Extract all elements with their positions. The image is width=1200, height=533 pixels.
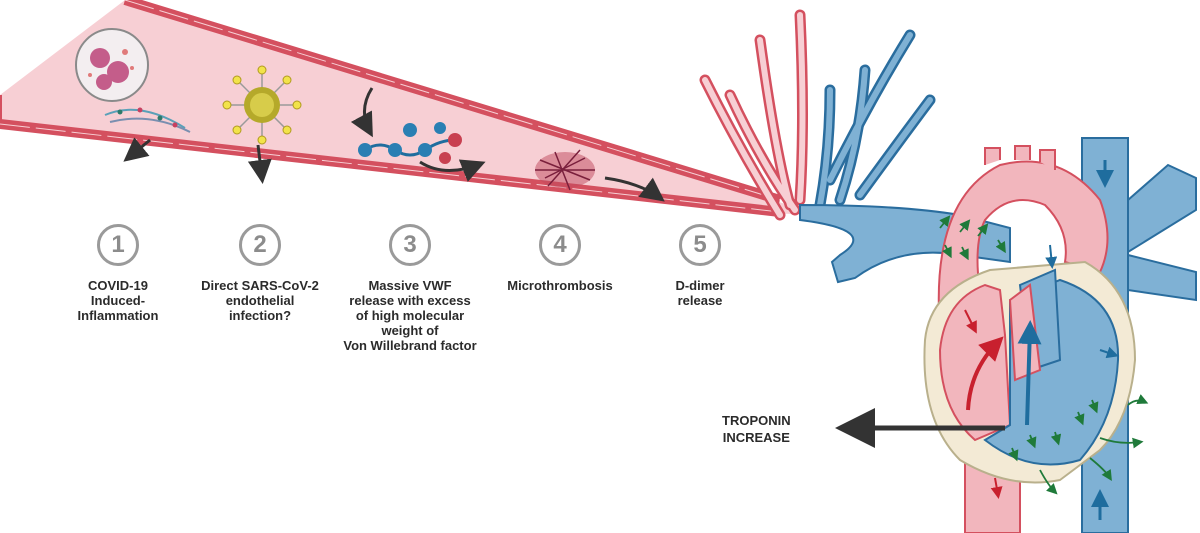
aorta-down-arrow	[990, 477, 1003, 499]
step-4-label: Microthrombosis	[507, 278, 613, 293]
ra-flow-arrow	[1099, 346, 1119, 359]
capillary-branches	[699, 9, 936, 221]
venous-flow-arrow	[1017, 320, 1042, 426]
arrow-step4	[604, 176, 665, 202]
step-2-number: 2	[239, 224, 281, 266]
arrow-step1	[123, 137, 151, 162]
step-2: 2 Direct SARS-CoV-2 endothelial infectio…	[180, 224, 340, 323]
arrow-step3-in	[350, 87, 374, 138]
net-strands-icon	[104, 107, 191, 133]
step-2-label: Direct SARS-CoV-2 endothelial infection?	[201, 278, 319, 323]
step-1-number: 1	[97, 224, 139, 266]
step-3-label: Massive VWF release with excess of high …	[343, 278, 477, 353]
pa-flow-arrow	[1045, 244, 1058, 269]
step-1: 1 COVID-19 Induced- Inflammation	[58, 224, 178, 323]
step-5-number: 5	[679, 224, 721, 266]
arrow-step3-out	[419, 159, 486, 182]
arrow-step2	[247, 144, 272, 184]
step-5-label: D-dimer release	[675, 278, 725, 308]
vwf-multimer-icon	[358, 122, 462, 164]
step-4: 4 Microthrombosis	[495, 224, 625, 293]
la-flow-arrow	[964, 309, 977, 334]
arterial-flow-arrow	[966, 336, 1004, 411]
step-3: 3 Massive VWF release with excess of hig…	[330, 224, 490, 353]
step-1-label: COVID-19 Induced- Inflammation	[77, 278, 159, 323]
microthrombus-icon	[535, 149, 595, 191]
neutrophil-icon	[75, 28, 149, 102]
green-leak-arrows	[939, 215, 1149, 495]
step-5: 5 D-dimer release	[650, 224, 750, 308]
troponin-label: TROPONIN INCREASE	[722, 413, 791, 445]
aortic-arch	[937, 145, 1109, 533]
step-4-number: 4	[539, 224, 581, 266]
virus-icon	[222, 65, 302, 145]
step-3-number: 3	[389, 224, 431, 266]
